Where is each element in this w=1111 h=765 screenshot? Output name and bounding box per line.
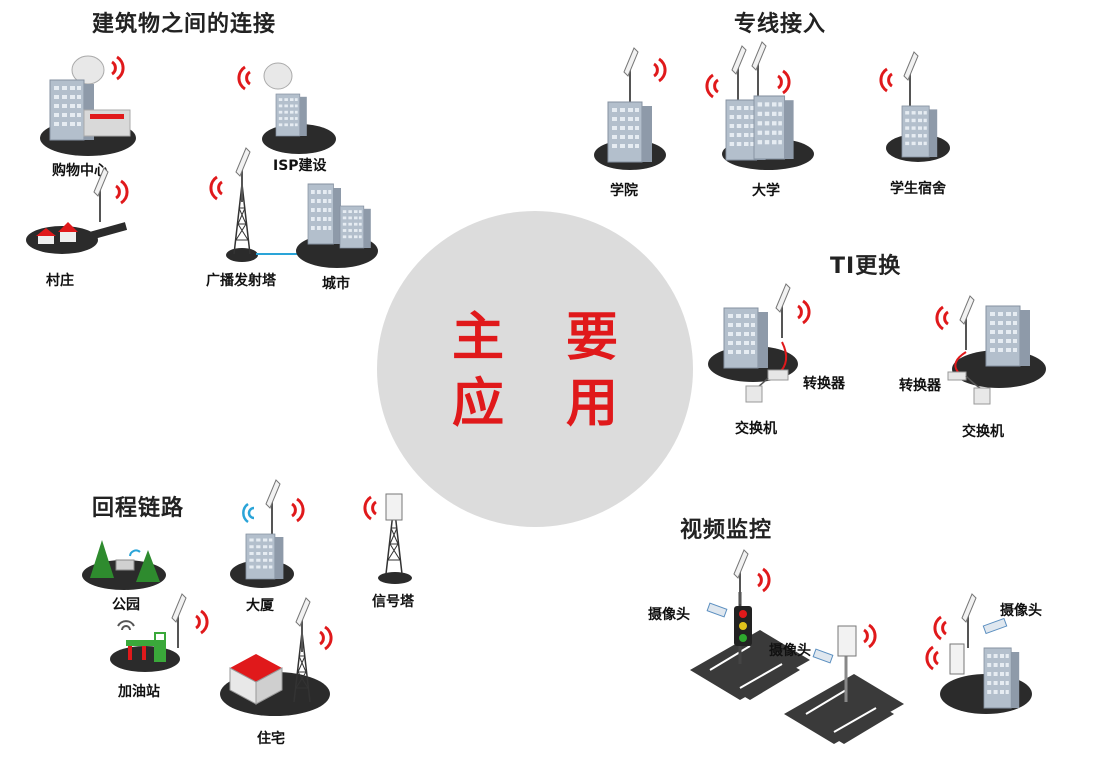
section-title-dedicated: 专线接入 <box>734 12 827 37</box>
label-university: 大学 <box>752 183 780 199</box>
label-dorm: 学生宿舍 <box>890 181 946 197</box>
label-village: 村庄 <box>46 273 74 289</box>
label-park: 公园 <box>112 597 140 613</box>
village-house-icon <box>36 167 129 244</box>
center-title-line2: 应 用 <box>451 374 641 434</box>
shopping-mall-icon <box>49 55 131 141</box>
label-camera-3: 摄像头 <box>1000 603 1042 619</box>
broadcast-tower-icon <box>209 147 251 255</box>
section-title-t1: TI更换 <box>830 254 902 279</box>
label-switch-right: 交换机 <box>962 424 1004 440</box>
residence-house-icon <box>229 597 333 705</box>
label-camera-1: 摄像头 <box>648 607 690 623</box>
t1-left-building-icon <box>723 283 811 403</box>
label-converter-left: 转换器 <box>803 376 845 392</box>
label-gas-station: 加油站 <box>118 684 160 700</box>
label-building: 大厦 <box>246 598 274 614</box>
center-title: 主 要 应 用 <box>377 305 693 437</box>
section-title-backhaul: 回程链路 <box>92 496 185 521</box>
university-building-icon <box>705 41 795 161</box>
label-camera-2: 摄像头 <box>769 643 811 659</box>
section-title-buildings: 建筑物之间的连接 <box>92 12 277 37</box>
label-mall: 购物中心 <box>52 163 108 179</box>
link-line <box>256 253 324 255</box>
camera-building-icon <box>925 593 1020 709</box>
signal-tower-shadow <box>378 572 412 584</box>
center-circle <box>377 211 693 527</box>
city-buildings-icon <box>307 183 372 249</box>
label-tower: 广播发射塔 <box>206 273 276 289</box>
isp-building-icon <box>237 62 308 137</box>
tall-building-icon <box>242 479 305 580</box>
label-signal-tower: 信号塔 <box>372 594 414 610</box>
park-trees-icon <box>90 540 160 582</box>
label-converter-right: 转换器 <box>899 378 941 394</box>
center-title-line1: 主 要 <box>451 308 641 368</box>
school-building-icon <box>607 47 667 163</box>
dorm-building-icon <box>879 51 938 158</box>
label-switch-left: 交换机 <box>735 421 777 437</box>
gas-station-icon <box>117 593 209 662</box>
label-isp: ISP建设 <box>273 158 327 174</box>
t1-right-building-icon <box>935 295 1031 405</box>
label-residence: 住宅 <box>257 731 285 747</box>
label-city: 城市 <box>322 276 350 292</box>
section-title-video: 视频监控 <box>680 518 773 543</box>
crossroad-camera-icon <box>690 549 904 744</box>
label-school: 学院 <box>610 183 638 199</box>
signal-tower-icon <box>363 493 403 575</box>
